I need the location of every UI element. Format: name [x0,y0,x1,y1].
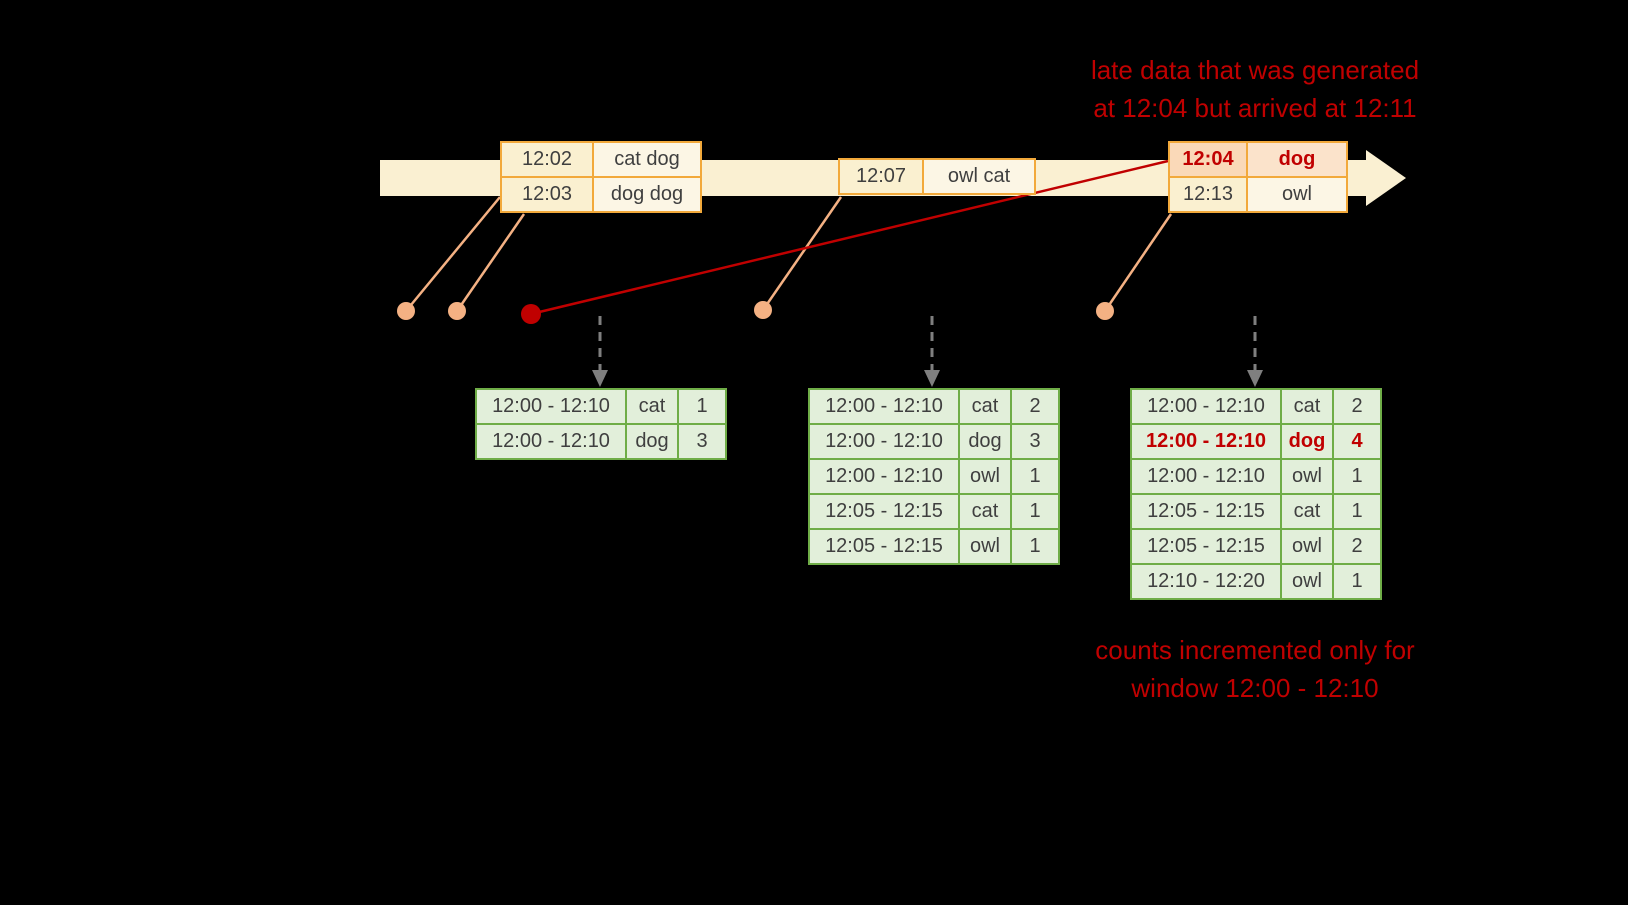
table-row: 12:05 - 12:15 owl 2 [1130,528,1382,565]
late-data-connector-line [530,159,1169,316]
window-cell: 12:00 - 12:10 [808,458,960,495]
event-time-cell: 12:13 [1168,176,1248,213]
window-cell: 12:00 - 12:10 [1130,423,1282,460]
connector-line-1203 [455,213,526,312]
table-row: 12:00 - 12:10 dog 3 [475,423,727,460]
event-words-cell: owl cat [922,158,1036,195]
event-time-cell: 12:02 [500,141,594,178]
window-cell: 12:00 - 12:10 [808,388,960,425]
word-cell: owl [958,528,1012,565]
table-row: 12:00 - 12:10 cat 2 [1130,388,1382,425]
late-data-annotation-line1: late data that was generated [1090,55,1420,85]
counts-incremented-annotation: counts incremented only for window 12:00… [1035,632,1475,707]
window-cell: 12:00 - 12:10 [475,423,627,460]
count-cell: 1 [677,388,727,425]
event-time-cell: 12:03 [500,176,594,213]
table-row: 12:00 - 12:10 cat 2 [808,388,1060,425]
late-data-annotation-line2: at 12:04 but arrived at 12:11 [1093,92,1417,123]
processing-time-dot-2 [448,302,466,320]
word-cell: owl [1280,458,1334,495]
trigger-arrowhead-2-icon [924,370,940,387]
table-row: 12:05 - 12:15 cat 1 [1130,493,1382,530]
window-cell: 12:00 - 12:10 [475,388,627,425]
event-box-1204-1213: 12:04 dog 12:13 owl [1168,141,1348,213]
word-cell: cat [958,388,1012,425]
table-row: 12:00 - 12:10 owl 1 [808,458,1060,495]
count-cell: 1 [1010,458,1060,495]
count-cell: 2 [1332,388,1382,425]
window-cell: 12:05 - 12:15 [808,528,960,565]
result-table-1: 12:00 - 12:10 cat 1 12:00 - 12:10 dog 3 [475,388,727,460]
trigger-arrowhead-3-icon [1247,370,1263,387]
table-row: 12:10 - 12:20 owl 1 [1130,563,1382,600]
event-time-cell: 12:04 [1168,141,1248,178]
event-time-axis-arrowhead-icon [1366,150,1406,206]
result-table-3: 12:00 - 12:10 cat 2 12:00 - 12:10 dog 4 … [1130,388,1382,600]
table-row: 12:00 - 12:10 owl 1 [1130,458,1382,495]
window-cell: 12:05 - 12:15 [1130,493,1282,530]
word-cell: dog [958,423,1012,460]
connector-line-1213 [1103,213,1173,312]
word-cell: cat [1280,493,1334,530]
count-cell: 3 [677,423,727,460]
word-cell: cat [1280,388,1334,425]
window-cell: 12:05 - 12:15 [1130,528,1282,565]
word-cell: dog [1280,423,1334,460]
connector-line-1207 [761,196,843,311]
word-cell: owl [958,458,1012,495]
event-row: 12:03 dog dog [500,176,702,213]
event-box-1207: 12:07 owl cat [838,158,1036,195]
processing-time-dot-1 [397,302,415,320]
result-table-2: 12:00 - 12:10 cat 2 12:00 - 12:10 dog 3 … [808,388,1060,565]
event-words-cell: cat dog [592,141,702,178]
trigger-arrowhead-1-icon [592,370,608,387]
event-words-cell: dog [1246,141,1348,178]
table-row: 12:00 - 12:10 dog 3 [808,423,1060,460]
count-cell: 1 [1332,563,1382,600]
event-time-cell: 12:07 [838,158,924,195]
count-cell: 3 [1010,423,1060,460]
table-row: 12:05 - 12:15 cat 1 [808,493,1060,530]
event-row: 12:07 owl cat [838,158,1036,195]
updated-late-count-row: 12:00 - 12:10 dog 4 [1130,423,1382,460]
window-cell: 12:10 - 12:20 [1130,563,1282,600]
window-cell: 12:05 - 12:15 [808,493,960,530]
word-cell: cat [625,388,679,425]
late-data-dot [521,304,541,324]
late-event-row: 12:04 dog [1168,141,1348,178]
count-cell: 4 [1332,423,1382,460]
count-cell: 1 [1010,493,1060,530]
late-data-annotation: late data that was generated at 12:04 bu… [1035,52,1475,127]
word-cell: owl [1280,528,1334,565]
connector-line-1202 [405,196,501,312]
word-cell: owl [1280,563,1334,600]
count-cell: 2 [1010,388,1060,425]
counts-annotation-line2: window 12:00 - 12:10 [1131,672,1379,703]
word-cell: cat [958,493,1012,530]
processing-time-dot-3 [754,301,772,319]
count-cell: 1 [1332,458,1382,495]
window-cell: 12:00 - 12:10 [808,423,960,460]
window-cell: 12:00 - 12:10 [1130,458,1282,495]
event-row: 12:02 cat dog [500,141,702,178]
count-cell: 1 [1332,493,1382,530]
event-row: 12:13 owl [1168,176,1348,213]
counts-annotation-line1: counts incremented only for [1095,635,1415,665]
count-cell: 2 [1332,528,1382,565]
event-words-cell: dog dog [592,176,702,213]
event-box-1202-1203: 12:02 cat dog 12:03 dog dog [500,141,702,213]
table-row: 12:00 - 12:10 cat 1 [475,388,727,425]
event-words-cell: owl [1246,176,1348,213]
count-cell: 1 [1010,528,1060,565]
word-cell: dog [625,423,679,460]
processing-time-dot-4 [1096,302,1114,320]
table-row: 12:05 - 12:15 owl 1 [808,528,1060,565]
window-cell: 12:00 - 12:10 [1130,388,1282,425]
